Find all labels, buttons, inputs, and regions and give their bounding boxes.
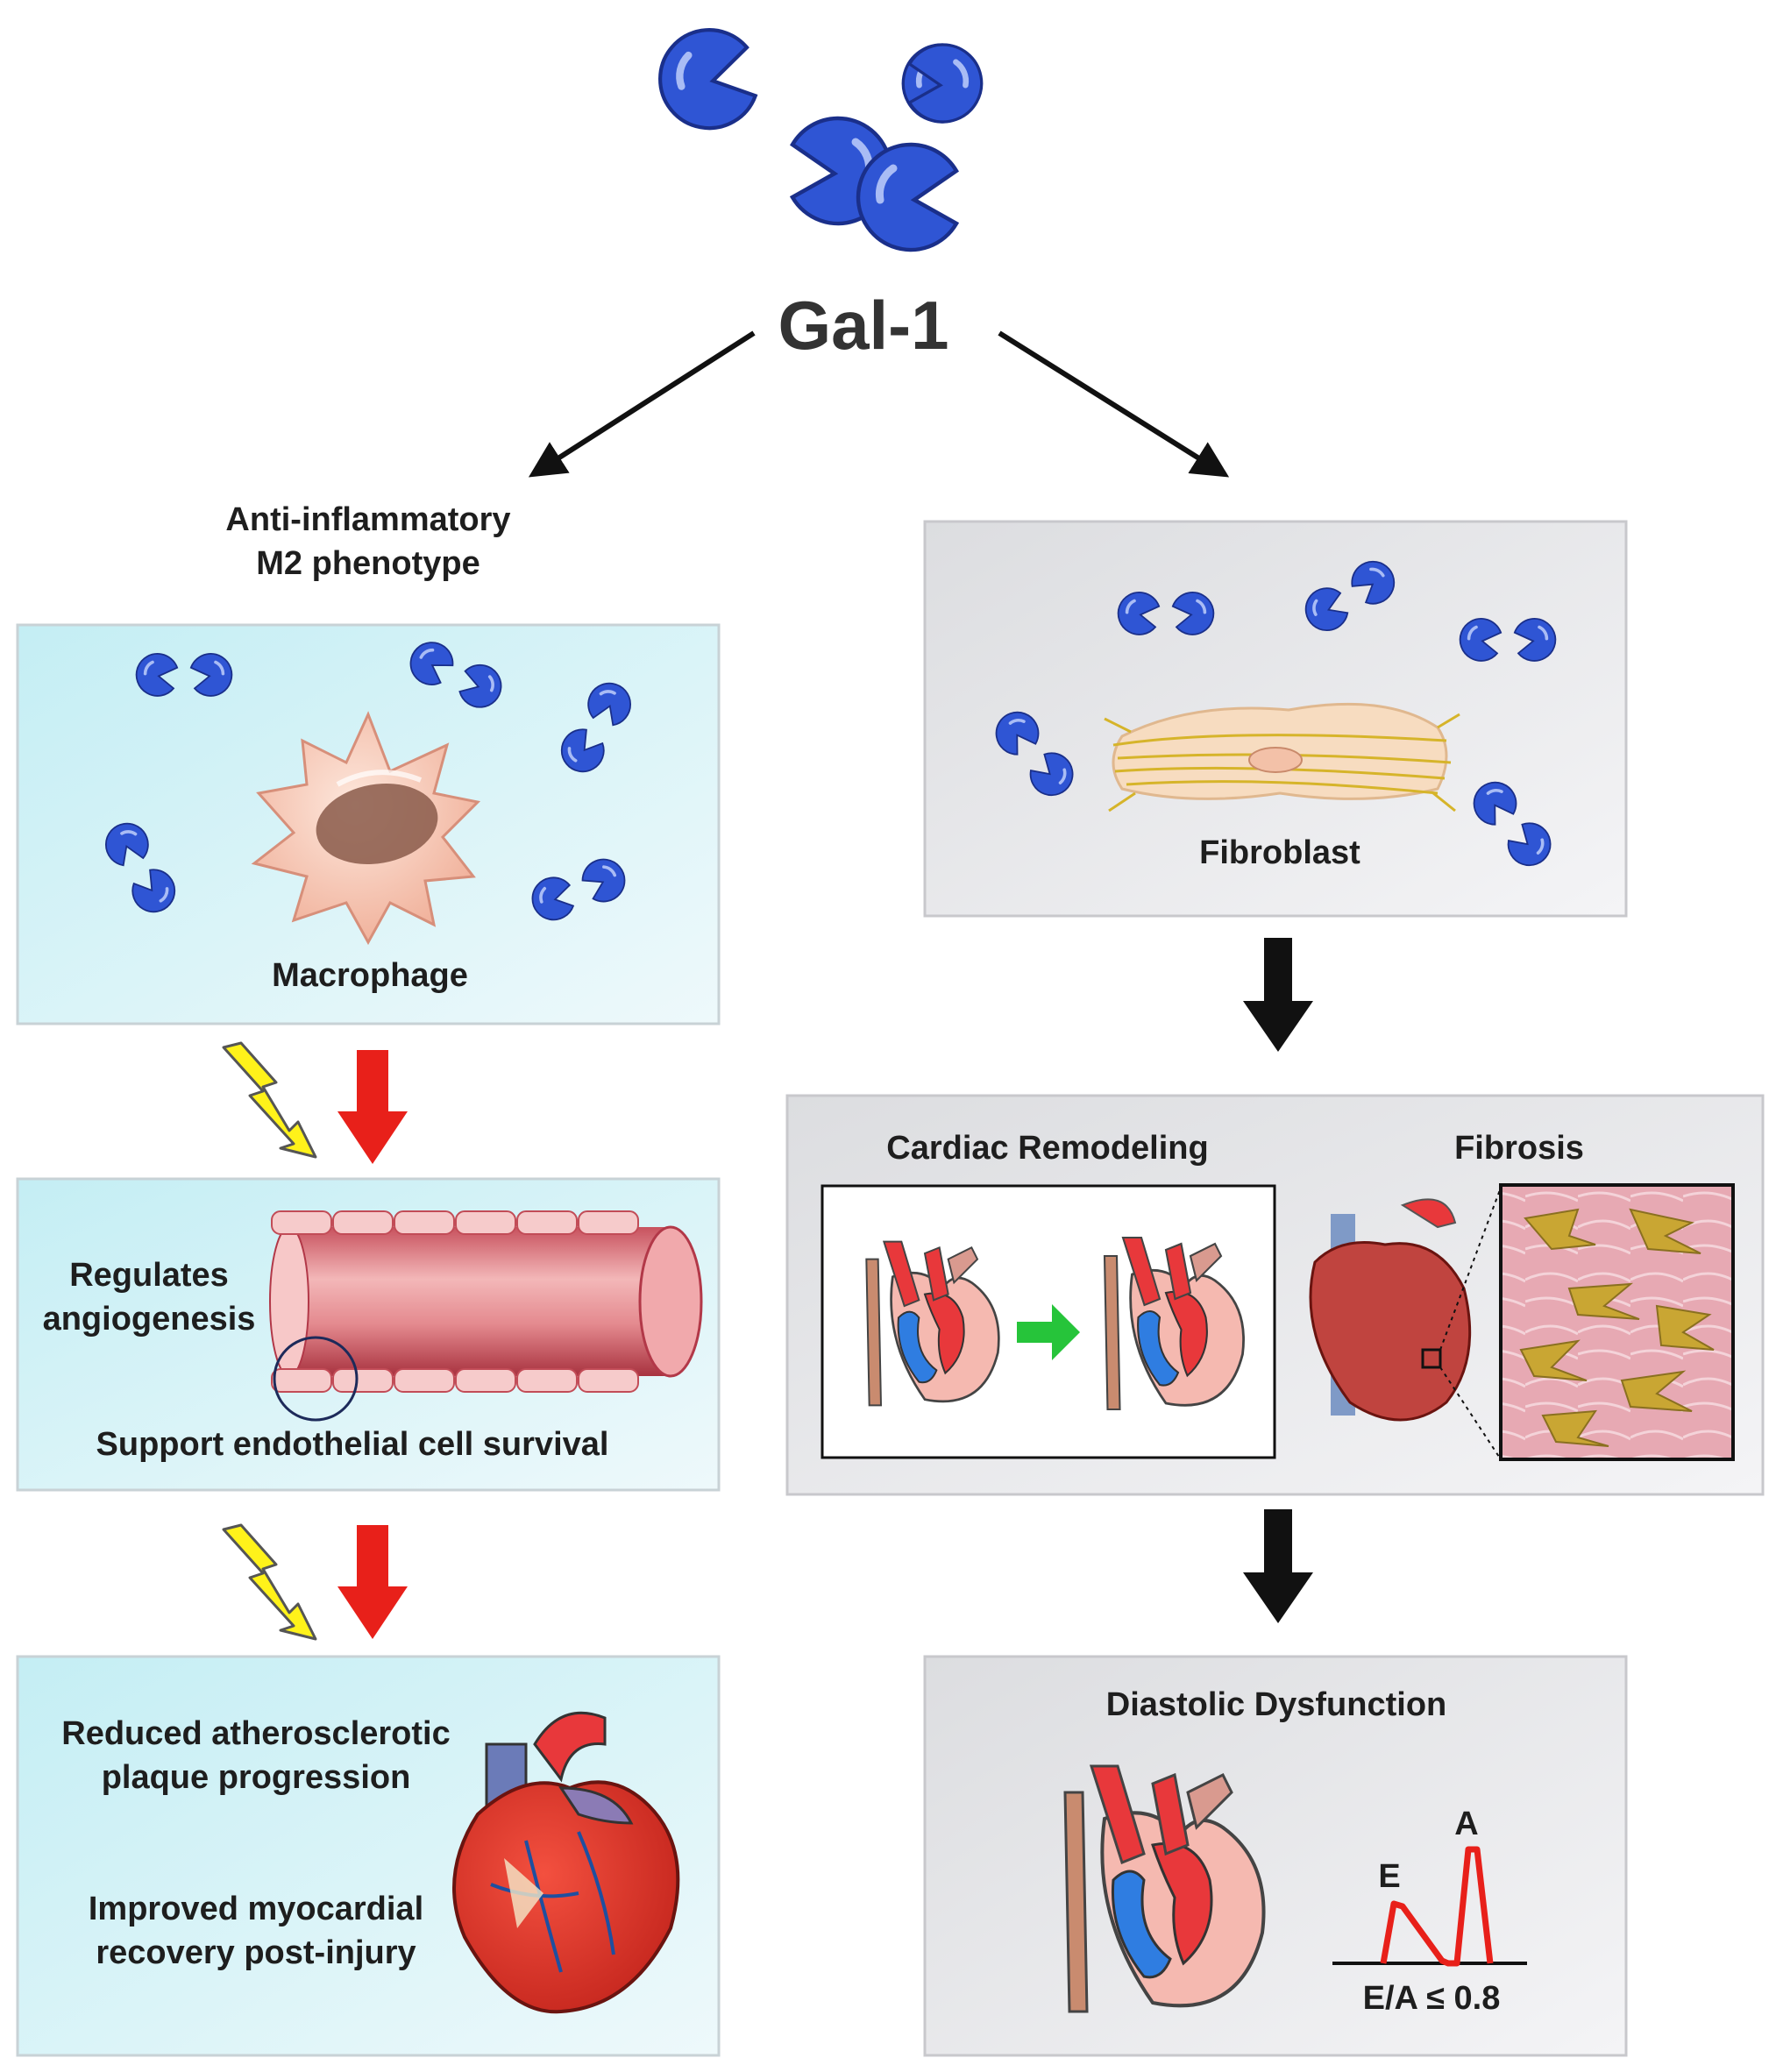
galectin-icon: [652, 24, 759, 136]
green-arrow: [1017, 1304, 1080, 1360]
recovery-label-line1: Improved myocardial: [89, 1891, 423, 1927]
lightning-icon: [222, 1523, 317, 1641]
outcomes-panel: Reduced atherosclerotic plaque progressi…: [16, 1655, 721, 2057]
angio-label-line1: Regulates: [69, 1257, 229, 1294]
red-down-arrow: [337, 1050, 408, 1164]
macrophage-panel: Macrophage: [16, 623, 721, 1025]
angio-label-line2: angiogenesis: [43, 1301, 256, 1338]
fibrosis-tissue-inset: [1499, 1183, 1735, 1461]
panel-background: [923, 1655, 1628, 2057]
cardiac-remodeling-label: Cardiac Remodeling: [886, 1130, 1208, 1167]
gal1-title: Gal-1: [778, 287, 948, 364]
fibroblast-label: Fibroblast: [1199, 834, 1360, 871]
diastolic-label: Diastolic Dysfunction: [1106, 1686, 1447, 1723]
ea-waveform: E A E/A ≤ 0.8: [1332, 1806, 1527, 2017]
fibroblast-cell: [1104, 702, 1460, 812]
ea-trace: [1380, 1846, 1494, 1967]
left-header-line1: Anti-inflammatory: [225, 501, 510, 538]
recovery-label-line2: recovery post-injury: [96, 1934, 416, 1971]
diastolic-panel: Diastolic Dysfunction E A E/A ≤ 0.8: [923, 1655, 1628, 2057]
endothelial-survival-label: Support endothelial cell survival: [96, 1426, 609, 1463]
a-wave-label: A: [1454, 1806, 1478, 1842]
arrow-to-fibroblast: [998, 330, 1230, 478]
fibroblast-panel: Fibroblast: [923, 520, 1628, 918]
ea-ratio-label: E/A ≤ 0.8: [1363, 1980, 1501, 2017]
blood-vessel: [269, 1210, 703, 1422]
arrow-to-macrophage: [528, 330, 756, 478]
black-down-arrow: [1243, 938, 1313, 1052]
nucleus: [316, 784, 438, 864]
left-header-line2: M2 phenotype: [256, 545, 480, 582]
galectin-icon: [858, 145, 956, 250]
e-wave-label: E: [1378, 1858, 1400, 1895]
fibrotic-heart: [1309, 1187, 1502, 1460]
black-down-arrow: [1243, 1509, 1313, 1623]
angiogenesis-panel: Regulates angiogenesis Support endotheli…: [16, 1177, 721, 1492]
remodeling-panel: Cardiac Remodeling Fibrosis: [785, 1094, 1765, 1496]
plaque-label-line2: plaque progression: [102, 1759, 411, 1796]
fibrosis-label: Fibrosis: [1454, 1130, 1584, 1167]
macrophage-label: Macrophage: [272, 957, 468, 994]
lightning-icon: [222, 1041, 317, 1159]
endothelial-cell-highlight: [273, 1336, 359, 1422]
macrophage-cell: [251, 711, 481, 946]
galectin-cluster-top: [652, 24, 981, 250]
anatomical-heart: [452, 1711, 680, 2014]
plaque-label-line1: Reduced atherosclerotic: [61, 1715, 450, 1752]
red-down-arrow: [337, 1525, 408, 1639]
